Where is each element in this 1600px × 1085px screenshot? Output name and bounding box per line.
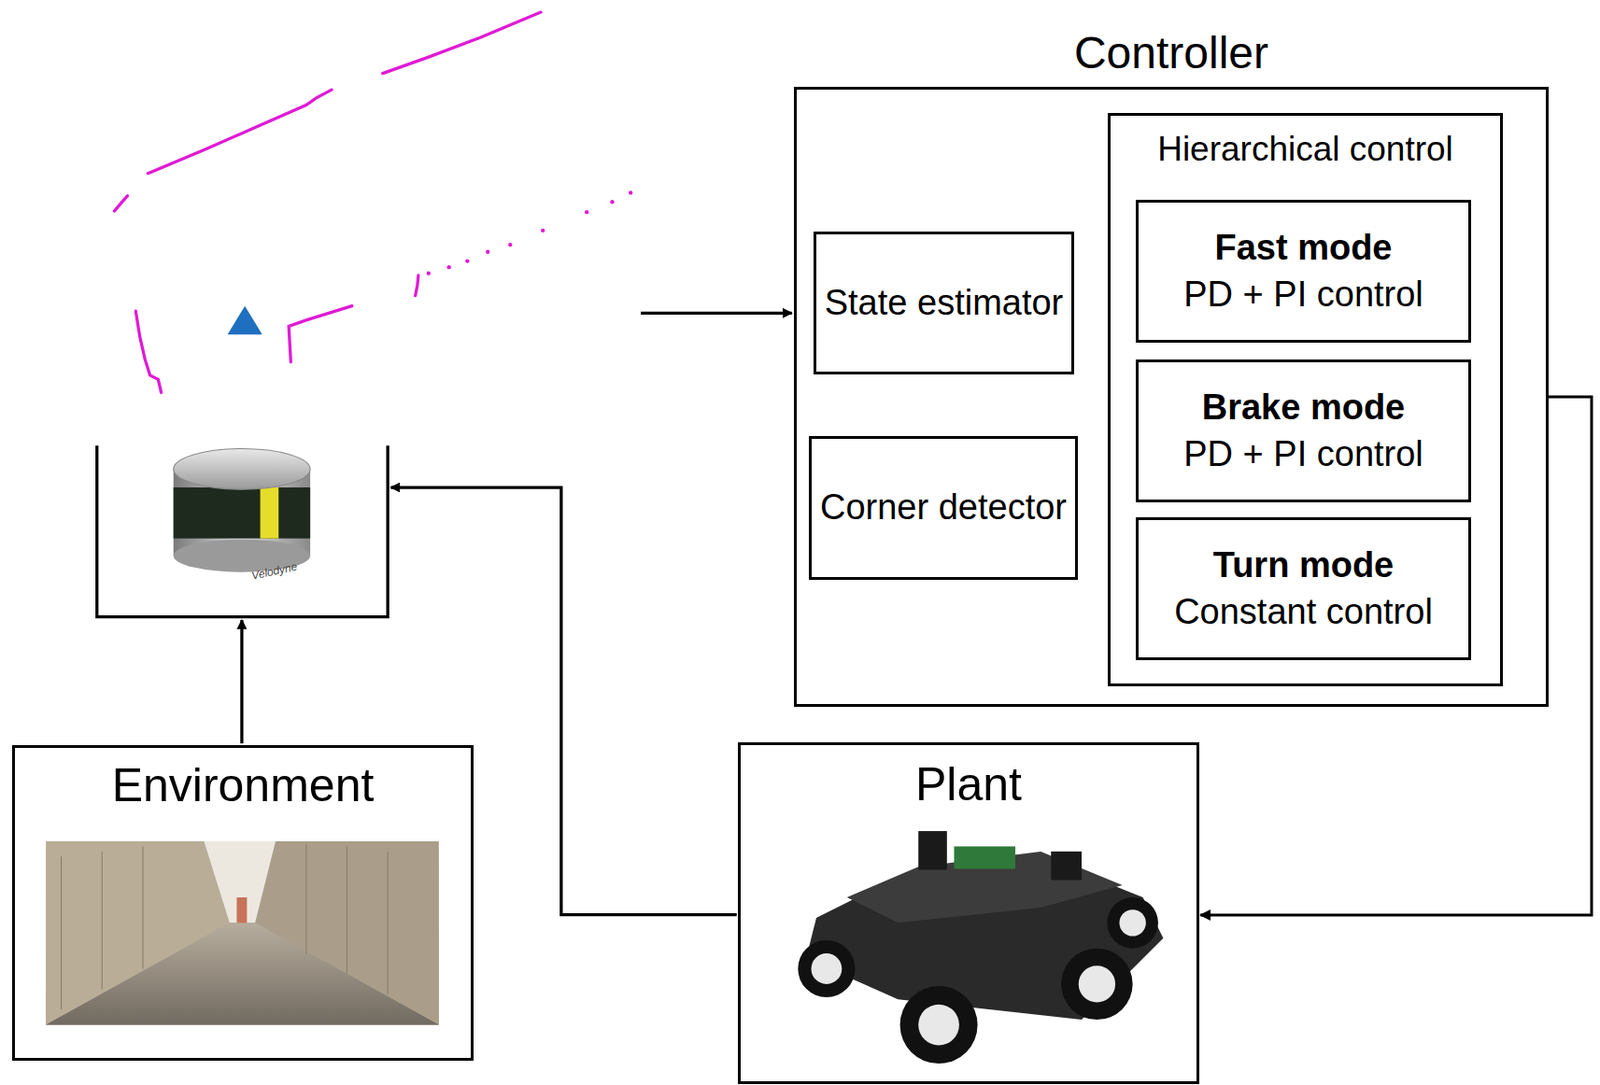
text-holder: Fast modePD + PI control: [1138, 202, 1469, 340]
box-title: Fast mode: [1214, 225, 1392, 271]
robot-car: [797, 831, 1163, 1064]
environment-arrow: [240, 620, 243, 744]
controller-box: ControllerState estimatorCorner detector…: [793, 86, 1549, 708]
connector: [1200, 396, 1592, 916]
box-body: PD + PI control: [1183, 431, 1424, 478]
plant-arrow: [390, 487, 737, 916]
box-title: Turn mode: [1213, 542, 1395, 589]
text-holder: Hierarchical control: [1110, 115, 1501, 172]
box-body: Constant control: [1174, 589, 1433, 636]
box-title: Controller: [1074, 24, 1269, 83]
text-holder: Corner detector: [811, 438, 1076, 578]
text-holder: State estimator: [816, 234, 1073, 372]
box-title: Hierarchical control: [1157, 127, 1454, 172]
text-holder: Plant: [740, 745, 1197, 816]
box-title: Environment: [112, 755, 375, 817]
text-holder: Turn modeConstant control: [1138, 520, 1469, 658]
text-holder: Brake modePD + PI control: [1138, 362, 1469, 500]
robot-marker: [227, 306, 263, 336]
lidar-sensor: [173, 449, 311, 573]
box-title: Plant: [915, 754, 1022, 816]
process-box: Corner detector: [808, 436, 1078, 581]
group-box: Hierarchical controlFast modePD + PI con…: [1107, 113, 1503, 687]
corridor-photo: [45, 841, 439, 1026]
process-box: Brake modePD + PI control: [1135, 359, 1472, 503]
process-box: Environment: [12, 745, 474, 1062]
box-title: Corner detector: [820, 484, 1067, 531]
text-holder: Controller: [796, 24, 1546, 90]
text-holder: Environment: [14, 748, 471, 817]
process-box: State estimator: [813, 231, 1076, 375]
scan-arrow: [640, 311, 793, 315]
sensor-holder: [97, 445, 388, 617]
box-body: PD + PI control: [1183, 271, 1424, 318]
process-box: Plant: [737, 742, 1200, 1085]
lidar-scan: [113, 12, 541, 393]
process-box: Turn modeConstant control: [1135, 517, 1472, 661]
scan-dots: [426, 190, 634, 276]
box-title: State estimator: [824, 280, 1064, 326]
process-box: Fast modePD + PI control: [1135, 199, 1472, 343]
box-title: Brake mode: [1202, 384, 1406, 431]
